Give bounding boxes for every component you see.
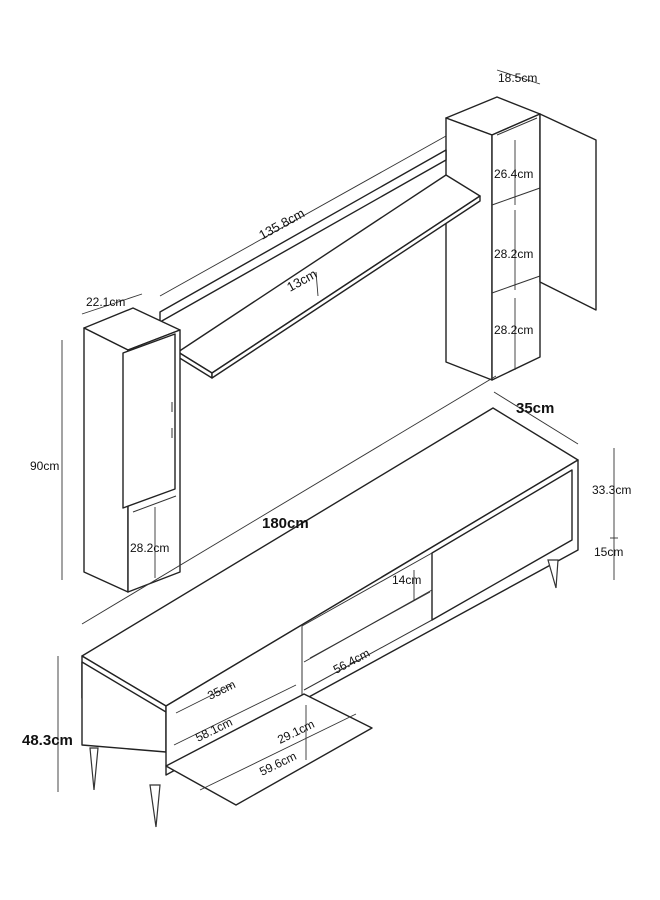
wall-shelf [159,149,481,379]
label-tv-unit-leg-height: 15cm [594,545,623,559]
label-tv-unit-depth: 35cm [516,400,554,417]
tv-unit [81,407,579,828]
right-shelf-unit [445,96,597,381]
label-right-shelf-compartment-top: 26.4cm [494,167,533,181]
label-left-cabinet-compartment: 28.2cm [130,541,169,555]
label-right-shelf-depth: 18.5cm [498,71,537,85]
label-tv-unit-width: 180cm [262,515,309,532]
label-tv-unit-total-height: 48.3cm [22,732,73,749]
label-right-shelf-compartment-mid: 28.2cm [494,247,533,261]
label-left-cabinet-height: 90cm [30,459,59,473]
left-cabinet [83,307,181,593]
label-left-cabinet-width: 22.1cm [86,295,125,309]
label-tv-unit-body-height: 33.3cm [592,483,631,497]
label-right-shelf-compartment-bottom: 28.2cm [494,323,533,337]
label-tv-unit-shelf-height: 14cm [392,573,421,587]
dimension-lines [57,69,618,792]
